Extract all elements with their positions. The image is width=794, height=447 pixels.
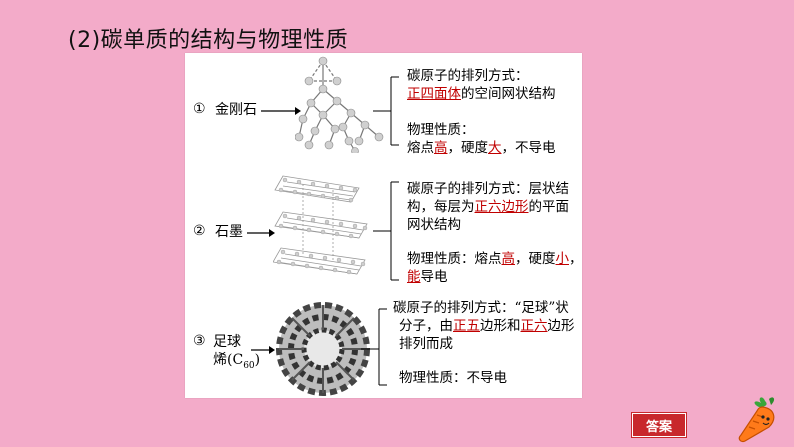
arrangement-line: 网状结构	[407, 217, 461, 233]
arrangement-line: 分子，由正五边形和正六边形	[399, 318, 575, 334]
item-label: 足球 烯(C60)	[213, 334, 261, 371]
arrangement-line: 碳原子的排列方式：层状结	[407, 181, 569, 197]
arrangement-line: 碳原子的排列方式：“足球”状	[393, 300, 569, 316]
bracket-icon	[373, 76, 399, 146]
item-label: 石墨	[215, 224, 243, 240]
property-text: 物理性质：熔点高，硬度小，	[407, 251, 583, 267]
arrow-right-icon	[261, 107, 301, 115]
answer-highlight: 正五	[453, 318, 480, 334]
answer-highlight: 正六	[520, 318, 548, 334]
answer-highlight: 能	[407, 269, 421, 285]
answer-highlight: 大	[488, 140, 502, 156]
answer-highlight: 高	[434, 140, 448, 156]
carbon-allotropes-panel: ① 金刚石	[185, 53, 583, 398]
item-number: ③	[193, 333, 206, 349]
property-title: 物理性质：	[407, 122, 475, 138]
item-label: 金刚石	[215, 102, 257, 118]
item-number: ①	[193, 101, 206, 117]
page-title: (2)碳单质的结构与物理性质	[68, 28, 349, 53]
row-fullerene: ③ 足球 烯(C60)	[185, 293, 582, 396]
arrangement-title: 碳原子的排列方式：	[407, 68, 529, 84]
arrangement-line: 排列而成	[399, 336, 453, 352]
description: 碳原子的排列方式：“足球”状 分子，由正五边形和正六边形 排列而成 物理性质：不…	[393, 299, 575, 387]
arrangement-text: 正四面体的空间网状结构	[407, 86, 556, 102]
bracket-icon	[361, 308, 387, 386]
fullerene-structure-image	[276, 302, 370, 396]
diamond-structure-image	[295, 56, 384, 153]
property-text: 能导电	[407, 269, 448, 285]
property-text: 物理性质：不导电	[399, 370, 507, 386]
answer-button[interactable]: 答案	[632, 413, 686, 437]
description: 碳原子的排列方式：层状结 构，每层为正六边形的平面 网状结构 物理性质：熔点高，…	[407, 180, 583, 286]
answer-highlight: 小	[555, 251, 570, 267]
answer-highlight: 高	[501, 251, 516, 267]
row-diamond: ① 金刚石	[185, 53, 582, 156]
item-number: ②	[193, 223, 206, 239]
answer-highlight: 正六边形	[474, 199, 529, 215]
row-graphite: ② 石墨	[185, 168, 583, 288]
graphite-structure-image	[273, 175, 368, 275]
answer-highlight: 正四面体	[407, 86, 461, 102]
carrot-icon	[738, 397, 775, 443]
arrow-right-icon	[247, 229, 275, 237]
bracket-icon	[373, 181, 399, 281]
arrow-right-icon	[251, 346, 275, 354]
description: 碳原子的排列方式： 正四面体的空间网状结构 物理性质： 熔点高，硬度大，不导电	[407, 67, 556, 157]
property-text: 熔点高，硬度大，不导电	[407, 140, 556, 156]
arrangement-line: 构，每层为正六边形的平面	[407, 199, 569, 215]
